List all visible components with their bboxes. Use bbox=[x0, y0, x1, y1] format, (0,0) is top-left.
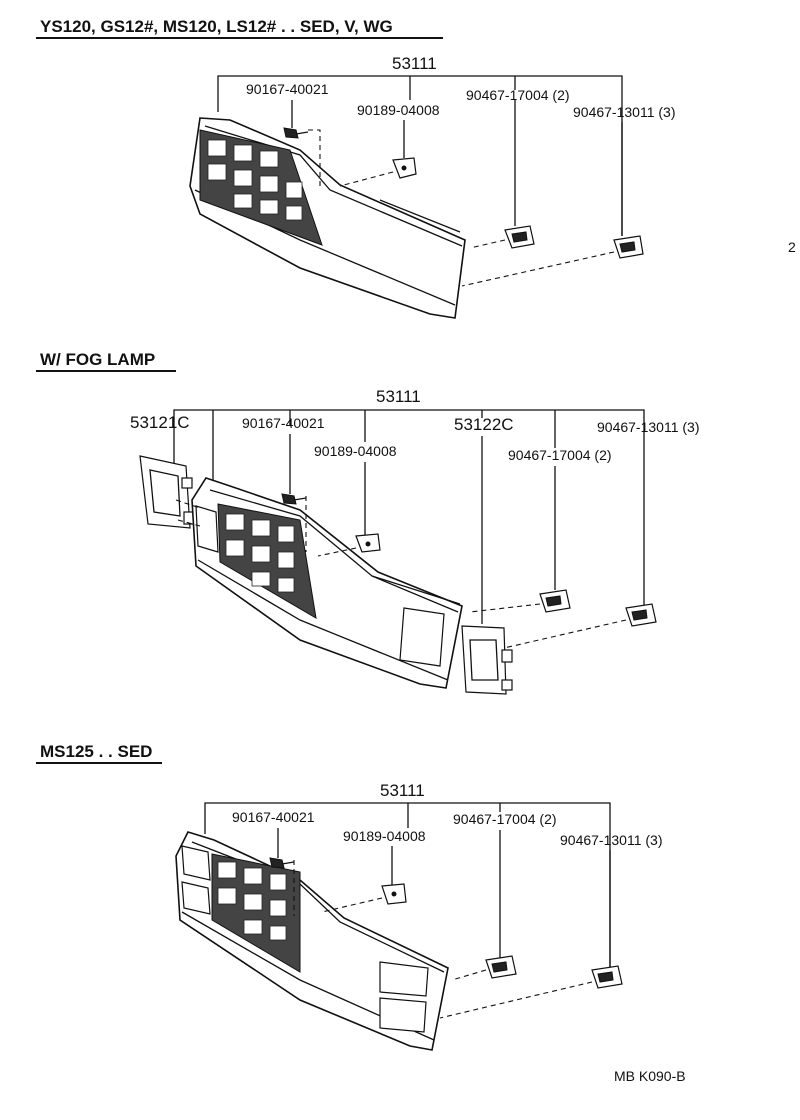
retainer-dash-3a bbox=[451, 969, 487, 981]
section-2-parent-part[interactable]: 53111 bbox=[376, 387, 421, 406]
section-2-leaders bbox=[289, 434, 556, 624]
s2-label-90467-13011[interactable]: 90467-13011 (3) bbox=[597, 419, 699, 435]
screw-dash-1 bbox=[308, 129, 321, 186]
clip-icon[interactable] bbox=[392, 157, 417, 179]
retainer-icon[interactable] bbox=[613, 235, 644, 259]
clip-dash-2 bbox=[317, 547, 357, 557]
section-1-heading: YS120, GS12#, MS120, LS12# . . SED, V, W… bbox=[40, 17, 393, 36]
retainer-icon[interactable] bbox=[625, 603, 657, 627]
grille-assembly-2[interactable] bbox=[191, 477, 463, 689]
retainer-dash-3b bbox=[439, 981, 593, 1019]
bracket-dash-2 bbox=[175, 499, 201, 527]
section-2: W/ FOG LAMP 53111 53121C 90167-40021 901… bbox=[36, 350, 699, 695]
grille-cells-1 bbox=[207, 139, 303, 221]
retainer-dash-2a bbox=[469, 603, 541, 613]
screw-icon[interactable] bbox=[281, 493, 307, 505]
s2-label-90467-17004[interactable]: 90467-17004 (2) bbox=[508, 447, 612, 463]
s2-label-53121C[interactable]: 53121C bbox=[130, 413, 190, 432]
grille-assembly-3[interactable] bbox=[175, 831, 449, 1051]
s2-label-53122C[interactable]: 53122C bbox=[454, 415, 514, 434]
s3-label-90167-40021[interactable]: 90167-40021 bbox=[232, 809, 315, 825]
section-1-parent-part[interactable]: 53111 bbox=[392, 54, 437, 73]
section-2-heading: W/ FOG LAMP bbox=[40, 350, 155, 369]
section-3-parent-part[interactable]: 53111 bbox=[380, 781, 425, 800]
s2-label-90167-40021[interactable]: 90167-40021 bbox=[242, 415, 325, 431]
section-3-heading: MS125 . . SED bbox=[40, 742, 152, 761]
section-3-leaders bbox=[277, 828, 611, 968]
retainer-dash-1b bbox=[461, 251, 615, 287]
screw-icon[interactable] bbox=[283, 127, 309, 139]
retainer-dash-1a bbox=[469, 239, 506, 249]
s1-label-90467-13011[interactable]: 90467-13011 (3) bbox=[573, 104, 675, 120]
grille-cells-2 bbox=[225, 513, 295, 593]
section-1-leaders bbox=[291, 100, 623, 236]
screw-icon[interactable] bbox=[269, 857, 295, 869]
retainer-icon[interactable] bbox=[591, 965, 623, 989]
clip-icon[interactable] bbox=[355, 533, 381, 553]
section-3: MS125 . . SED 53111 90167-40021 90189-04… bbox=[36, 742, 662, 1051]
s1-label-90189-04008[interactable]: 90189-04008 bbox=[357, 102, 440, 118]
s2-label-90189-04008[interactable]: 90189-04008 bbox=[314, 443, 397, 459]
retainer-icon[interactable] bbox=[504, 225, 535, 249]
diagram-code: MB K090-B bbox=[614, 1068, 686, 1084]
grille-cells-3 bbox=[217, 861, 287, 941]
s3-label-90467-13011[interactable]: 90467-13011 (3) bbox=[560, 832, 662, 848]
section-2-bracket bbox=[173, 409, 645, 610]
s1-label-90467-17004[interactable]: 90467-17004 (2) bbox=[466, 87, 570, 103]
margin-mark: 2 bbox=[788, 239, 796, 255]
retainer-dash-2b bbox=[503, 619, 627, 649]
retainer-icon[interactable] bbox=[539, 589, 571, 613]
fog-lamp-bracket-icon[interactable] bbox=[139, 455, 195, 529]
fog-lamp-bracket-icon[interactable] bbox=[461, 625, 513, 695]
grille-assembly-1[interactable] bbox=[189, 117, 466, 319]
s3-label-90467-17004[interactable]: 90467-17004 (2) bbox=[453, 811, 557, 827]
section-1: YS120, GS12#, MS120, LS12# . . SED, V, W… bbox=[36, 17, 675, 319]
s3-label-90189-04008[interactable]: 90189-04008 bbox=[343, 828, 426, 844]
s1-label-90167-40021[interactable]: 90167-40021 bbox=[246, 81, 329, 97]
clip-dash-3 bbox=[321, 897, 383, 913]
clip-icon[interactable] bbox=[381, 883, 407, 905]
retainer-icon[interactable] bbox=[485, 955, 517, 979]
clip-dash-1 bbox=[339, 171, 394, 187]
